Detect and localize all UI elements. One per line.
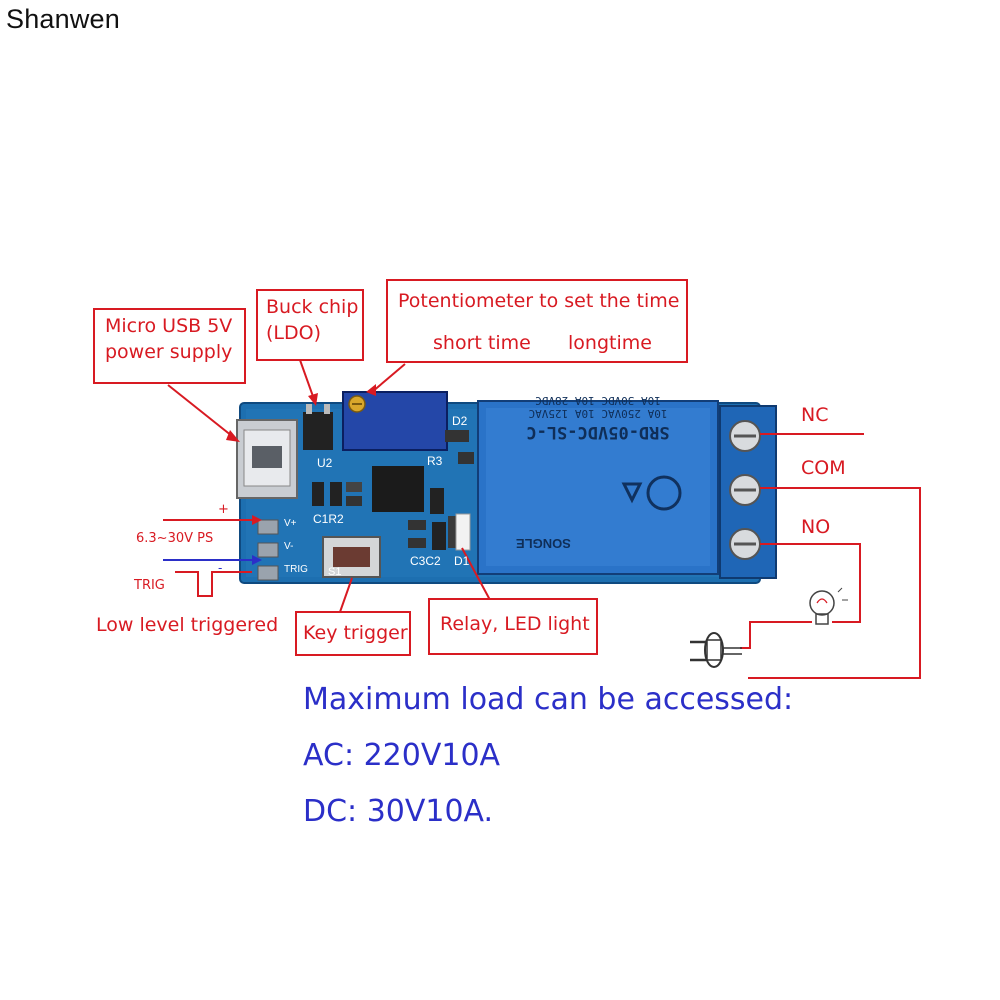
u2-label: U2	[317, 456, 333, 470]
callout-potentiometer: Potentiometer to set the time	[386, 279, 688, 363]
load-dc: DC: 30V10A.	[303, 794, 494, 829]
plus-sign: +	[218, 502, 229, 517]
callout-buck-line1: Buck chip	[266, 296, 359, 318]
s1-label: S1	[328, 566, 342, 578]
callout-buck-line2: (LDO)	[266, 321, 321, 344]
relay-markings: SRD-05VDC-SL-C 10A 250VAC 10A 125VAC 10A…	[486, 394, 710, 514]
d1-label: D1	[454, 554, 470, 568]
power-plug-icon	[690, 632, 742, 668]
trig-input-label: TRIG	[134, 578, 165, 593]
c1r2-label: C1R2	[313, 512, 344, 526]
pin-trig-label: TRIG	[284, 564, 308, 575]
load-heading: Maximum load can be accessed:	[303, 682, 794, 717]
callout-buck-chip: Buck chip (LDO)	[256, 289, 364, 361]
callout-key-trigger-text: Key trigger	[303, 622, 408, 644]
chip-ic	[372, 466, 424, 512]
pot-long-time-label: longtime	[568, 332, 652, 354]
callout-key-trigger: Key trigger	[295, 611, 411, 656]
brand-logo-text: Shanwen	[6, 4, 120, 34]
callout-relay-led: Relay, LED light	[428, 598, 598, 655]
pin-vminus-label: V-	[284, 541, 294, 552]
terminal-no-label: NO	[801, 516, 831, 538]
callout-micro-usb-line1: Micro USB 5V	[105, 315, 233, 337]
relay-rating-ac: 10A 250VAC 10A 125VAC	[528, 407, 668, 420]
buck-chip	[303, 412, 333, 450]
pot-short-time-label: short time	[433, 332, 531, 354]
relay-rating-dc: 10A 30VDC 10A 28VDC	[535, 394, 661, 407]
r3-label: R3	[427, 454, 443, 468]
callout-pot-line1: Potentiometer to set the time	[398, 290, 680, 312]
voltage-range-label: 6.3~30V PS	[136, 531, 214, 546]
terminal-nc-label: NC	[801, 404, 829, 426]
led-d1	[455, 513, 471, 551]
callout-relay-led-text: Relay, LED light	[440, 613, 590, 635]
callout-micro-usb: Micro USB 5V power supply	[93, 308, 246, 384]
c3c2-label: C3C2	[410, 554, 441, 568]
light-bulb-icon	[809, 587, 848, 625]
pin-vplus-label: V+	[284, 518, 297, 529]
minus-sign: -	[218, 560, 223, 575]
relay-brand-text: SONGLE	[516, 536, 571, 551]
load-ac: AC: 220V10A	[303, 738, 501, 773]
callout-micro-usb-line2: power supply	[105, 340, 233, 363]
terminal-com-label: COM	[801, 457, 846, 479]
low-level-triggered-label: Low level triggered	[96, 614, 279, 636]
relay-model-text: SRD-05VDC-SL-C	[526, 422, 670, 442]
d2-label: D2	[452, 414, 468, 428]
